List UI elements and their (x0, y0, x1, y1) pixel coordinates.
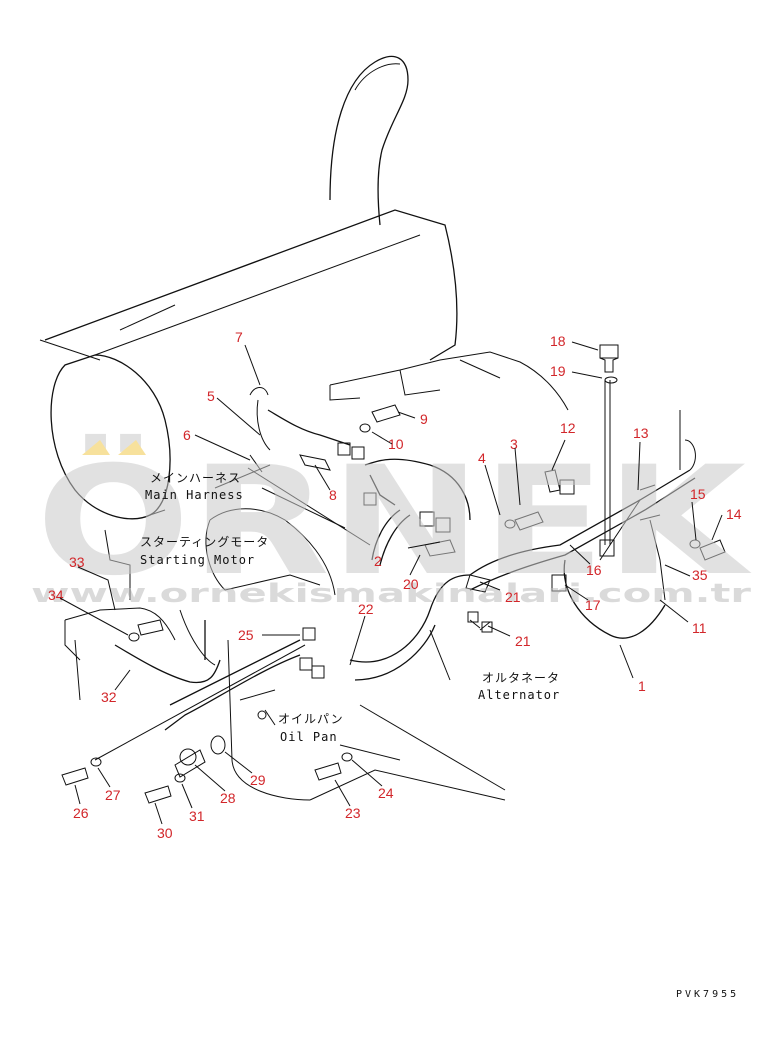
callout-18: 18 (550, 333, 566, 349)
callout-14: 14 (726, 506, 742, 522)
callout-21a: 21 (505, 589, 521, 605)
callout-33: 33 (69, 554, 85, 570)
callout-4: 4 (478, 450, 486, 466)
callout-6: 6 (183, 427, 191, 443)
callout-28: 28 (220, 790, 236, 806)
callout-7: 7 (235, 329, 243, 345)
callout-32: 32 (101, 689, 117, 705)
callout-23: 23 (345, 805, 361, 821)
callout-34: 34 (48, 587, 64, 603)
watermark-url: www.ornekismakinalari.com.tr (31, 579, 751, 609)
callout-21b: 21 (515, 633, 531, 649)
part-callouts: 1 2 3 4 5 6 7 8 9 10 11 12 13 14 15 16 1… (48, 329, 742, 841)
callout-10: 10 (388, 436, 404, 452)
callout-27: 27 (105, 787, 121, 803)
callout-25: 25 (238, 627, 254, 643)
callout-24: 24 (378, 785, 394, 801)
watermark-logo: ÖRNEK (36, 433, 752, 609)
callout-35: 35 (692, 567, 708, 583)
watermark: ÖRNEK www.ornekismakinalari.com.tr (31, 433, 752, 609)
oil-pan-label-en: Oil Pan (280, 730, 338, 744)
callout-12: 12 (560, 420, 576, 436)
callout-13: 13 (633, 425, 649, 441)
callout-19: 19 (550, 363, 566, 379)
callout-30: 30 (157, 825, 173, 841)
callout-11: 11 (692, 620, 707, 636)
callout-26: 26 (73, 805, 89, 821)
alternator-label-en: Alternator (478, 688, 560, 702)
callout-3: 3 (510, 436, 518, 452)
callout-9: 9 (420, 411, 428, 427)
callout-leaders (59, 341, 723, 825)
drawing-linework (39, 55, 726, 804)
component-labels: メインハーネス Main Harness スターティングモータ Starting… (140, 471, 739, 1000)
callout-8: 8 (329, 487, 337, 503)
callout-29: 29 (250, 772, 266, 788)
callout-31: 31 (189, 808, 205, 824)
callout-17: 17 (585, 597, 601, 613)
callout-1: 1 (638, 678, 646, 694)
callout-2: 2 (374, 553, 382, 569)
callout-15: 15 (690, 486, 706, 502)
alternator-label-jp: オルタネータ (482, 671, 560, 685)
starting-motor-label-en: Starting Motor (140, 553, 255, 567)
callout-20: 20 (403, 576, 419, 592)
drawing-code: PVK7955 (676, 989, 739, 1000)
watermark-accent-icon (82, 440, 146, 455)
main-harness-label-en: Main Harness (145, 488, 244, 502)
callout-5: 5 (207, 388, 215, 404)
oil-pan-label-jp: オイルパン (278, 712, 344, 726)
callout-22: 22 (358, 601, 374, 617)
callout-16: 16 (586, 562, 602, 578)
main-harness-label-jp: メインハーネス (150, 471, 241, 485)
starting-motor-label-jp: スターティングモータ (140, 535, 269, 549)
